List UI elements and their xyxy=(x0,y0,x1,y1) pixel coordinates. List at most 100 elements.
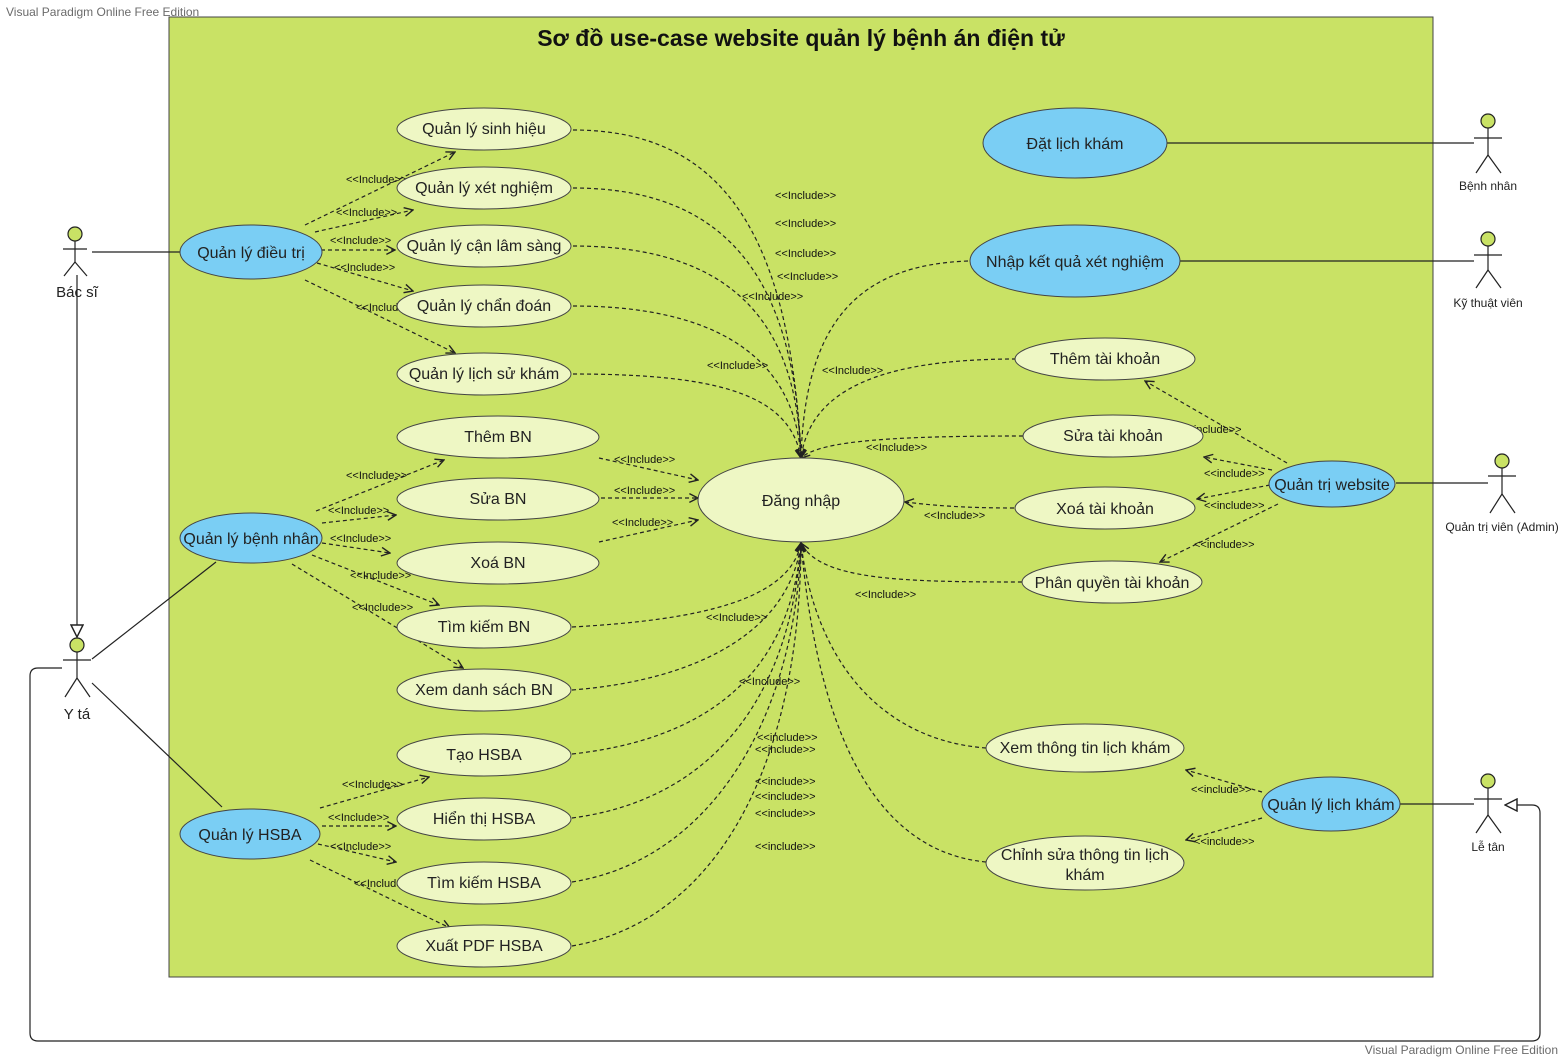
actor-admin[interactable]: Quản trị viên (Admin) xyxy=(1445,453,1559,534)
include-label: <<include>> xyxy=(1191,784,1252,796)
association-lines xyxy=(91,142,1488,808)
stick-figure-icon xyxy=(1474,773,1502,834)
uc-edit-schedule[interactable]: Chỉnh sửa thông tin lịch khám xyxy=(985,835,1185,891)
include-label: <<include>> xyxy=(755,744,816,756)
uc-add-account-label: Thêm tài khoản xyxy=(1050,351,1160,368)
uc-edit-schedule-label-line2: khám xyxy=(1065,867,1104,884)
uc-search-patient[interactable]: Tìm kiếm BN xyxy=(396,605,572,649)
uc-add-patient[interactable]: Thêm BN xyxy=(396,415,600,459)
actor-doctor-label: Bác sĩ xyxy=(56,284,99,301)
actor-patient[interactable]: Bệnh nhân xyxy=(1459,113,1517,193)
include-label: <<Include>> xyxy=(330,533,391,545)
uc-show-record[interactable]: Hiển thị HSBA xyxy=(396,797,572,841)
uc-treatment[interactable]: Quản lý điều trị xyxy=(179,224,323,280)
uc-exam-history-label: Quản lý lịch sử khám xyxy=(409,366,559,383)
include-arrows-right xyxy=(1145,381,1288,840)
watermark-bottom: Visual Paradigm Online Free Edition xyxy=(1365,1043,1558,1057)
uc-enter-results[interactable]: Nhập kết quả xét nghiệm xyxy=(969,224,1181,298)
uc-diagnosis[interactable]: Quản lý chẩn đoán xyxy=(396,284,572,328)
uc-treatment-label: Quản lý điều trị xyxy=(197,245,305,262)
actor-nurse[interactable]: Y tá xyxy=(63,637,91,723)
include-label: <<include>> xyxy=(1194,539,1255,551)
uc-assign-role[interactable]: Phân quyền tài khoản xyxy=(1021,560,1203,604)
uc-search-patient-label: Tìm kiếm BN xyxy=(438,619,530,636)
uc-admin-site[interactable]: Quản trị website xyxy=(1268,460,1396,508)
include-label: <<Include>> xyxy=(777,271,838,283)
uc-patients[interactable]: Quản lý bệnh nhân xyxy=(179,512,323,564)
include-label: <<Include>> xyxy=(866,442,927,454)
uc-book-appointment[interactable]: Đặt lịch khám xyxy=(982,107,1168,179)
uc-manage-schedule-label: Quản lý lịch khám xyxy=(1267,797,1394,814)
uc-view-schedule-label: Xem thông tin lịch khám xyxy=(1000,740,1171,757)
include-arrows-left xyxy=(291,152,698,928)
uc-list-patients[interactable]: Xem danh sách BN xyxy=(396,668,572,712)
actor-technician-label: Kỹ thuật viên xyxy=(1453,296,1522,310)
uc-search-record-label: Tìm kiếm HSBA xyxy=(427,875,541,892)
include-label: <<include>> xyxy=(755,776,816,788)
uc-assign-role-label: Phân quyền tài khoản xyxy=(1035,575,1190,592)
uc-create-record[interactable]: Tạo HSBA xyxy=(396,733,572,777)
uc-create-record-label: Tạo HSBA xyxy=(446,747,522,764)
include-label: <<Include>> xyxy=(328,812,389,824)
include-label: <<include>> xyxy=(1204,500,1265,512)
include-label: <<Include>> xyxy=(342,779,403,791)
include-label: <<Include>> xyxy=(855,589,916,601)
uc-delete-patient-label: Xoá BN xyxy=(470,555,525,572)
actor-receptionist[interactable]: Lễ tân xyxy=(1471,773,1505,854)
stick-figure-icon xyxy=(1474,113,1502,174)
watermark-top: Visual Paradigm Online Free Edition xyxy=(6,5,199,19)
include-label: <<Include>> xyxy=(614,485,675,497)
include-label: <<include>> xyxy=(1204,468,1265,480)
uc-login[interactable]: Đăng nhập xyxy=(697,457,905,543)
include-label: <<Include>> xyxy=(612,517,673,529)
uc-exam-history[interactable]: Quản lý lịch sử khám xyxy=(396,352,572,396)
include-label: <<Include>> xyxy=(328,505,389,517)
uc-book-appointment-label: Đặt lịch khám xyxy=(1027,136,1124,153)
include-label: <<Include>> xyxy=(346,470,407,482)
include-label: <<include>> xyxy=(757,732,818,744)
actor-admin-label: Quản trị viên (Admin) xyxy=(1445,520,1558,534)
uc-add-account[interactable]: Thêm tài khoản xyxy=(1014,337,1196,381)
diagram-title: Sơ đồ use-case website quản lý bệnh án đ… xyxy=(537,25,1065,51)
include-label: <<Include>> xyxy=(707,360,768,372)
include-label: <<Include>> xyxy=(775,190,836,202)
include-label: <<include>> xyxy=(755,791,816,803)
actor-technician[interactable]: Kỹ thuật viên xyxy=(1453,231,1523,310)
uc-delete-account[interactable]: Xoá tài khoản xyxy=(1014,486,1196,530)
uc-edit-account[interactable]: Sửa tài khoản xyxy=(1022,414,1204,458)
uc-lab-tests[interactable]: Quản lý xét nghiệm xyxy=(396,166,572,210)
include-label: <<Include>> xyxy=(742,291,803,303)
uc-edit-patient[interactable]: Sửa BN xyxy=(396,477,600,521)
include-label: <<include>> xyxy=(755,808,816,820)
include-label: <<Include>> xyxy=(352,602,413,614)
uc-vitals-label: Quản lý sinh hiệu xyxy=(422,121,546,138)
uc-records[interactable]: Quản lý HSBA xyxy=(179,808,321,860)
include-label: <<include>> xyxy=(755,841,816,853)
include-label: <<Include>> xyxy=(614,454,675,466)
include-label: <<Include>> xyxy=(330,841,391,853)
uc-export-record-label: Xuất PDF HSBA xyxy=(425,938,543,955)
actor-nurse-label: Y tá xyxy=(64,706,91,723)
include-arrows-to-login xyxy=(571,129,1024,947)
uc-export-record[interactable]: Xuất PDF HSBA xyxy=(396,924,572,968)
stick-figure-icon xyxy=(1474,231,1502,289)
uc-paraclinical-label: Quản lý cận lâm sàng xyxy=(407,238,562,255)
uc-vitals[interactable]: Quản lý sinh hiệu xyxy=(396,107,572,151)
include-label: <<Include>> xyxy=(350,570,411,582)
actor-receptionist-label: Lễ tân xyxy=(1471,839,1504,854)
include-label: <<Include>> xyxy=(336,207,397,219)
uc-delete-account-label: Xoá tài khoản xyxy=(1056,501,1154,518)
actor-doctor[interactable]: Bác sĩ xyxy=(56,226,99,301)
uc-lab-tests-label: Quản lý xét nghiệm xyxy=(415,180,553,197)
uc-delete-patient[interactable]: Xoá BN xyxy=(396,541,600,585)
uc-list-patients-label: Xem danh sách BN xyxy=(415,682,553,699)
uc-view-schedule[interactable]: Xem thông tin lịch khám xyxy=(985,723,1185,773)
uc-paraclinical[interactable]: Quản lý cận lâm sàng xyxy=(396,224,572,268)
generalization-lines xyxy=(29,275,1541,1042)
uc-enter-results-label: Nhập kết quả xét nghiệm xyxy=(986,254,1164,271)
include-label: <<Include>> xyxy=(330,235,391,247)
uc-search-record[interactable]: Tìm kiếm HSBA xyxy=(396,861,572,905)
include-labels: <<Include>> <<Include>> <<Include>> <<In… xyxy=(328,174,1265,890)
uc-manage-schedule[interactable]: Quản lý lịch khám xyxy=(1261,776,1401,832)
